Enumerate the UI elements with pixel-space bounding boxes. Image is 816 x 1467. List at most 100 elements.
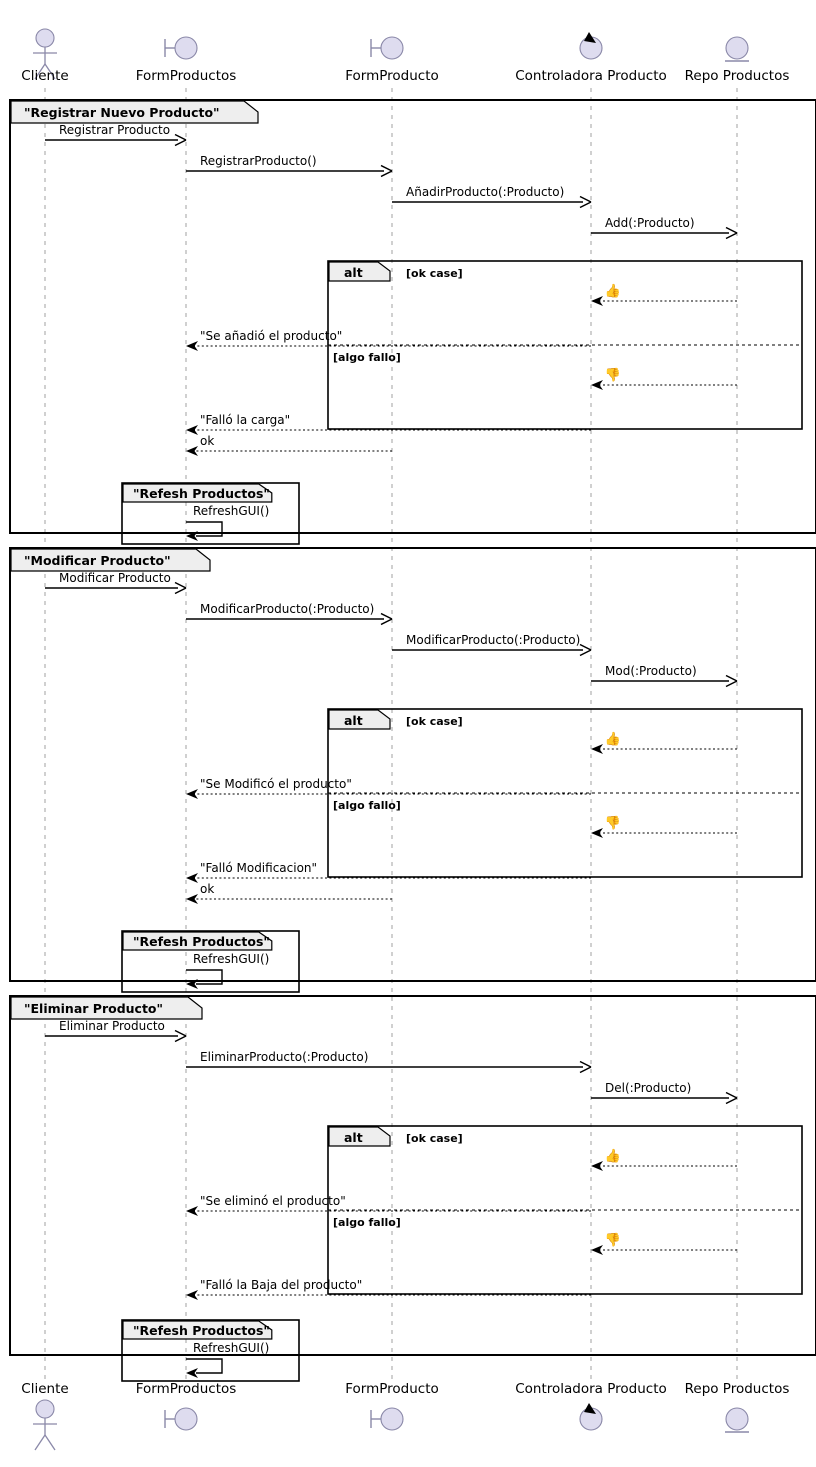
participant-label-formprod: FormProducto [345, 68, 439, 84]
participant-label-repo: Repo Productos [685, 68, 790, 84]
alt-guard-label: [ok case] [406, 1132, 463, 1145]
alt-guard-label: [algo fallo] [333, 799, 401, 812]
message-eliminar-1 [186, 1060, 592, 1074]
entity-icon [725, 1407, 749, 1433]
post-alt-message-registrar-0 [186, 446, 392, 456]
alt-message-modificar-0-0 [591, 744, 737, 754]
message-registrar-0 [45, 133, 187, 147]
boundary-icon [370, 1407, 404, 1431]
alt-message-registrar-0-0 [591, 296, 737, 306]
alt-message-modificar-1-0 [591, 828, 737, 838]
participant-label-ctrl: Controladora Producto [515, 68, 667, 84]
alt-keyword-tab [328, 261, 391, 282]
participant-label-cliente-bottom: Cliente [21, 1381, 68, 1397]
message-label: Registrar Producto [59, 123, 170, 137]
message-label: Eliminar Producto [59, 1019, 165, 1033]
message-label: Modificar Producto [59, 571, 171, 585]
self-message-label: RefreshGUI() [193, 504, 269, 518]
message-eliminar-0 [45, 1029, 187, 1043]
alt-guard-label: [algo fallo] [333, 1216, 401, 1229]
message-registrar-1 [186, 164, 393, 178]
message-label: "Falló Modificacion" [200, 861, 317, 875]
boundary-icon [164, 1407, 198, 1431]
alt-guard-label: [algo fallo] [333, 351, 401, 364]
message-label: "Se añadió el producto" [200, 329, 342, 343]
alt-message-registrar-1-1 [186, 425, 591, 435]
self-message-path [186, 969, 223, 985]
message-modificar-1 [186, 612, 393, 626]
alt-keyword-tab [328, 1126, 391, 1147]
control-icon [579, 32, 603, 60]
thumbs-up-icon: 👍 [605, 731, 621, 747]
actor-icon [33, 28, 57, 80]
alt-keyword-tab [328, 709, 391, 730]
inner-group-title-label: "Refesh Productos" [133, 1323, 270, 1338]
message-label: ModificarProducto(:Producto) [406, 633, 580, 647]
group-frame-eliminar [9, 995, 816, 1356]
self-message-label: RefreshGUI() [193, 1341, 269, 1355]
inner-group-title-tab [122, 931, 273, 951]
group-title-label: "Modificar Producto" [24, 553, 171, 568]
entity-icon [725, 36, 749, 62]
thumbs-up-icon: 👍 [605, 283, 621, 299]
post-alt-message-modificar-0 [186, 894, 392, 904]
self-message-arrowhead [186, 1368, 198, 1378]
frames-layer: "Registrar Nuevo Producto"alt[ok case][a… [9, 99, 816, 1382]
message-modificar-2 [392, 643, 592, 657]
group-frame-modificar [9, 547, 816, 982]
self-message-path [186, 1358, 223, 1374]
message-label: "Falló la Baja del producto" [200, 1278, 362, 1292]
thumbs-down-icon: 👎 [605, 815, 621, 831]
alt-message-eliminar-0-1 [186, 1206, 591, 1216]
self-message-label: RefreshGUI() [193, 952, 269, 966]
alt-message-modificar-0-1 [186, 789, 591, 799]
participant-label-ctrl-bottom: Controladora Producto [515, 1381, 667, 1397]
message-label: Add(:Producto) [605, 216, 695, 230]
self-message-arrowhead [186, 531, 198, 541]
participant-label-cliente: Cliente [21, 68, 68, 84]
message-label: ModificarProducto(:Producto) [200, 602, 374, 616]
thumbs-up-icon: 👍 [605, 1148, 621, 1164]
message-registrar-3 [591, 226, 738, 240]
participant-label-repo-bottom: Repo Productos [685, 1381, 790, 1397]
message-label: "Se eliminó el producto" [200, 1194, 346, 1208]
inner-group-title-label: "Refesh Productos" [133, 934, 270, 949]
inner-group-title-tab [122, 1320, 273, 1340]
alt-message-modificar-1-1 [186, 873, 591, 883]
message-modificar-0 [45, 581, 187, 595]
self-message-path [186, 521, 223, 537]
actor-icon [33, 1399, 57, 1451]
alt-keyword-label: alt [344, 265, 363, 280]
thumbs-down-icon: 👎 [605, 1232, 621, 1248]
alt-message-eliminar-0-0 [591, 1161, 737, 1171]
alt-message-eliminar-1-0 [591, 1245, 737, 1255]
inner-group-title-tab [122, 483, 273, 503]
message-label: RegistrarProducto() [200, 154, 317, 168]
self-message-arrowhead [186, 979, 198, 989]
group-title-label: "Eliminar Producto" [24, 1001, 163, 1016]
boundary-icon [370, 36, 404, 60]
lifelines-layer [44, 88, 738, 1380]
inner-group-title-label: "Refesh Productos" [133, 486, 270, 501]
alt-message-eliminar-1-1 [186, 1290, 591, 1300]
message-label: Del(:Producto) [605, 1081, 691, 1095]
message-label: ok [200, 882, 214, 896]
group-title-tab [10, 100, 259, 124]
message-label: ok [200, 434, 214, 448]
message-label: "Se Modificó el producto" [200, 777, 352, 791]
messages-layer: Registrar ProductoRegistrarProducto()Aña… [45, 123, 738, 1378]
participant-label-formprods: FormProductos [136, 68, 237, 84]
control-icon [579, 1403, 603, 1431]
message-label: "Falló la carga" [200, 413, 290, 427]
inner-group-frame [121, 482, 300, 545]
alt-keyword-label: alt [344, 1130, 363, 1145]
boundary-icon [164, 36, 198, 60]
message-registrar-2 [392, 195, 592, 209]
alt-guard-label: [ok case] [406, 267, 463, 280]
thumbs-down-icon: 👎 [605, 367, 621, 383]
alt-message-registrar-1-0 [591, 380, 737, 390]
inner-group-frame [121, 1319, 300, 1382]
